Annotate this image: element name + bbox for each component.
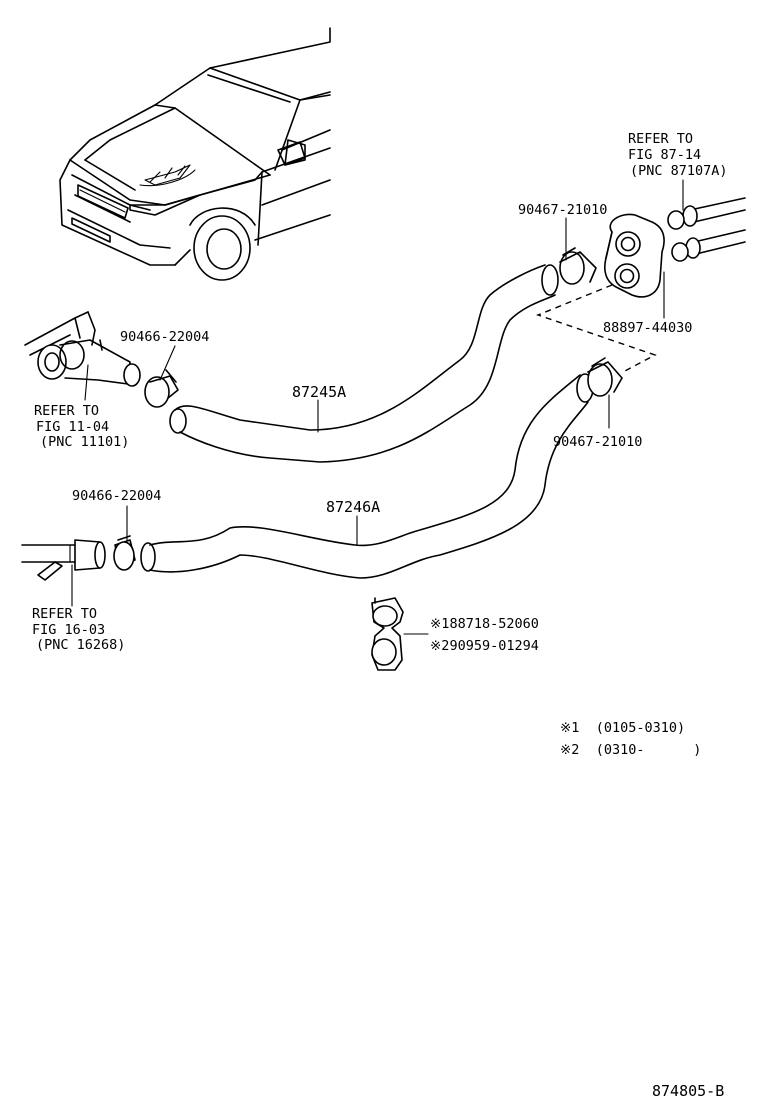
pipe-fittings-right	[667, 197, 746, 262]
label-clamp-alt1: ※188718-52060	[430, 616, 539, 632]
label-hose-lower: 87246A	[326, 498, 380, 516]
label-clamp-upper-right: 90467-21010	[518, 202, 607, 218]
pipe-engine-left-lower	[21, 539, 106, 581]
car-illustration	[59, 27, 331, 281]
ref-right-line3: (PNC 87107A)	[630, 163, 728, 179]
clamp-lower-right	[587, 357, 623, 397]
label-clamp-alt2: ※290959-01294	[430, 638, 539, 654]
dashed-connection	[535, 284, 657, 373]
ref-left-upper-line1: REFER TO	[34, 403, 99, 419]
label-hose-upper: 87245A	[292, 383, 346, 401]
ref-right-line1: REFER TO	[628, 131, 693, 147]
legend-note1: ※1 (0105-0310)	[560, 720, 685, 736]
labels: REFER TO FIG 87-14 (PNC 87107A) 90467-21…	[32, 131, 728, 1100]
hose-87245A	[169, 264, 559, 463]
ref-left-lower-line1: REFER TO	[32, 606, 97, 622]
hose-87246A	[140, 373, 594, 579]
ref-left-lower-line2: FIG 16-03	[32, 622, 105, 638]
label-clamp-lower-right: 90467-21010	[553, 434, 642, 450]
ref-left-upper-line3: (PNC 11101)	[40, 434, 129, 450]
label-clamp-upper-left: 90466-22004	[120, 329, 209, 345]
ref-right-line2: FIG 87-14	[628, 147, 701, 163]
clamp-upper-right	[559, 247, 597, 285]
clamp-lower-left	[113, 535, 136, 571]
pipe-engine-left-upper	[24, 311, 141, 387]
leader-lines	[71, 179, 684, 635]
ref-left-upper-line2: FIG 11-04	[36, 419, 109, 435]
label-cooler: 88897-44030	[603, 320, 692, 336]
clamp-upper-left	[144, 369, 179, 408]
label-clamp-lower-left: 90466-22004	[72, 488, 161, 504]
double-hose-clamp	[371, 597, 404, 671]
legend-note2: ※2 (0310- )	[560, 742, 701, 758]
ref-left-lower-line3: (PNC 16268)	[36, 637, 125, 653]
figure-id: 874805-B	[652, 1082, 724, 1100]
oil-cooler-88897	[603, 213, 665, 298]
